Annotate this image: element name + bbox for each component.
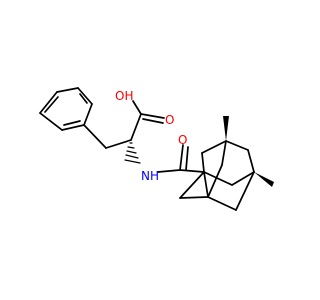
amide-c-o-bond xyxy=(179,144,184,171)
c-oh-bond xyxy=(132,100,142,115)
phenyl-ring xyxy=(39,87,93,131)
amide-nh-label: NH xyxy=(141,169,159,183)
stereo-wedge-bond xyxy=(254,172,274,187)
c-o-double-bond xyxy=(140,113,165,119)
carbonyl-cage-bond xyxy=(179,169,205,173)
adamantane-cage xyxy=(179,140,255,211)
molecule-drawing: OH O O NH xyxy=(39,87,274,211)
hydroxyl-label: OH xyxy=(115,89,133,103)
amide-oxygen-label: O xyxy=(178,133,187,147)
ring-bond xyxy=(39,112,63,131)
acid-oxygen-label: O xyxy=(165,113,174,127)
alpha-carboxyl-bond xyxy=(130,113,142,141)
stereo-wedge-bond xyxy=(223,116,229,141)
ring-bond xyxy=(56,87,79,93)
ring-double-bond xyxy=(63,120,81,126)
ring-double-bond xyxy=(79,93,88,104)
ring-bond xyxy=(61,124,85,131)
amide-c-o-bond xyxy=(185,146,189,171)
ring-bond xyxy=(77,87,93,105)
ring-bond xyxy=(39,91,58,114)
ring-double-bond xyxy=(44,96,59,113)
structure-canvas: OH O O NH xyxy=(39,87,274,211)
ring-bond xyxy=(83,103,93,126)
nh-carbonyl-bond xyxy=(157,169,181,173)
benzyl-bond xyxy=(83,124,107,149)
stereo-hash-bond xyxy=(124,142,141,164)
c-o-double-bond xyxy=(142,118,164,124)
ch2-alpha-bond xyxy=(105,139,132,149)
